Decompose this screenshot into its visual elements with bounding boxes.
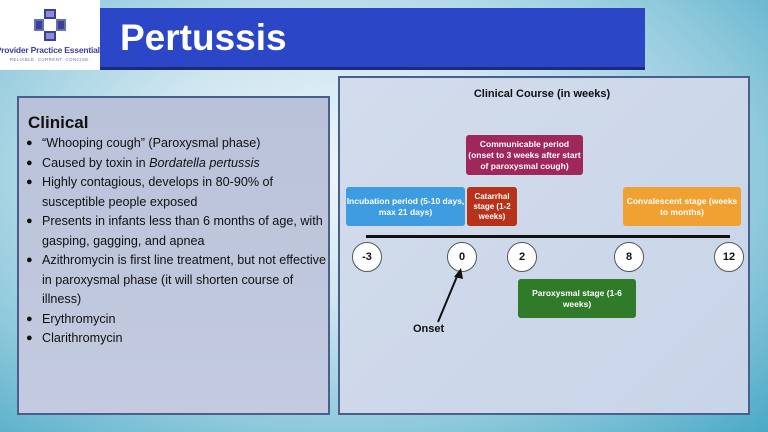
catarrhal-stage-box: Catarrhal stage (1-2 weeks) [467,187,517,226]
bullet-item: Caused by toxin in Bordatella pertussis [26,154,326,174]
tick-8: 8 [614,242,644,272]
diagram-title: Clinical Course (in weeks) [473,88,611,100]
page-title: Pertussis [120,16,287,58]
communicable-period-box: Communicable period (onset to 3 weeks af… [466,135,583,175]
brand-logo: Provider Practice Essentials RELIABLE. C… [0,0,105,70]
bullet-item: Highly contagious, develops in 80-90% of… [26,173,326,212]
clinical-course-panel [338,76,750,415]
clinical-heading: Clinical [28,113,89,132]
incubation-period-box: Incubation period (5-10 days, max 21 day… [346,187,465,226]
organism-name: Bordatella pertussis [149,155,260,170]
bullet-item: Clarithromycin [26,329,326,349]
logo-tagline: RELIABLE. CURRENT. CONCISE. [9,57,91,62]
cross-logo-icon [34,9,66,41]
tick-2: 2 [507,242,537,272]
title-bar: Pertussis [100,8,645,70]
tick-12: 12 [714,242,744,272]
bullet-item: Presents in infants less than 6 months o… [26,212,326,251]
timeline-axis [366,235,730,238]
bullet-item: “Whooping cough” (Paroxysmal phase) [26,134,326,154]
onset-arrow-icon [437,268,463,323]
convalescent-stage-box: Convalescent stage (weeks to months) [623,187,741,226]
bullet-text: Caused by toxin in [42,155,150,170]
tick-minus-3: -3 [352,242,382,272]
bullet-item: Erythromycin [26,310,326,330]
paroxysmal-stage-box: Paroxysmal stage (1-6 weeks) [518,279,636,318]
bullet-item: Azithromycin is first line treatment, bu… [26,251,326,310]
onset-label: Onset [413,323,445,335]
clinical-bullet-list: “Whooping cough” (Paroxysmal phase) Caus… [26,134,326,349]
logo-name: Provider Practice Essentials [0,45,105,55]
tick-0: 0 [447,242,477,272]
